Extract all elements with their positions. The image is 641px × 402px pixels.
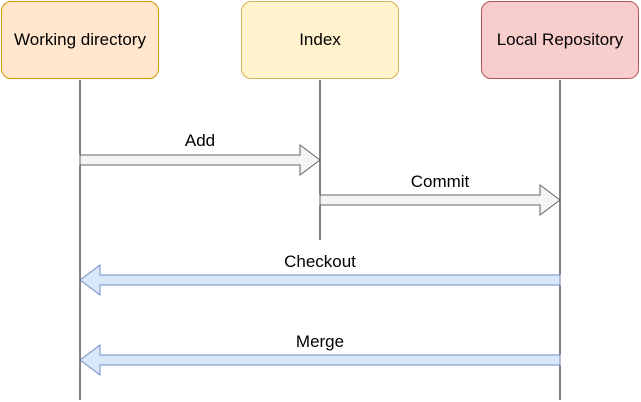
participant-local-repository: Local Repository [481,1,639,79]
message-label-add: Add [184,131,216,150]
message-label-commit: Commit [410,172,470,191]
arrow-merge [79,344,561,376]
arrow-commit [319,184,561,216]
participant-index: Index [241,1,399,79]
participant-working-directory: Working directory [1,1,159,79]
arrow-checkout [79,264,561,296]
participant-label: Local Repository [496,30,624,49]
arrow-add [79,144,321,176]
message-label-merge: Merge [295,332,345,351]
message-label-checkout: Checkout [284,252,356,271]
participant-label: Working directory [14,30,146,49]
participant-label: Index [299,30,341,49]
